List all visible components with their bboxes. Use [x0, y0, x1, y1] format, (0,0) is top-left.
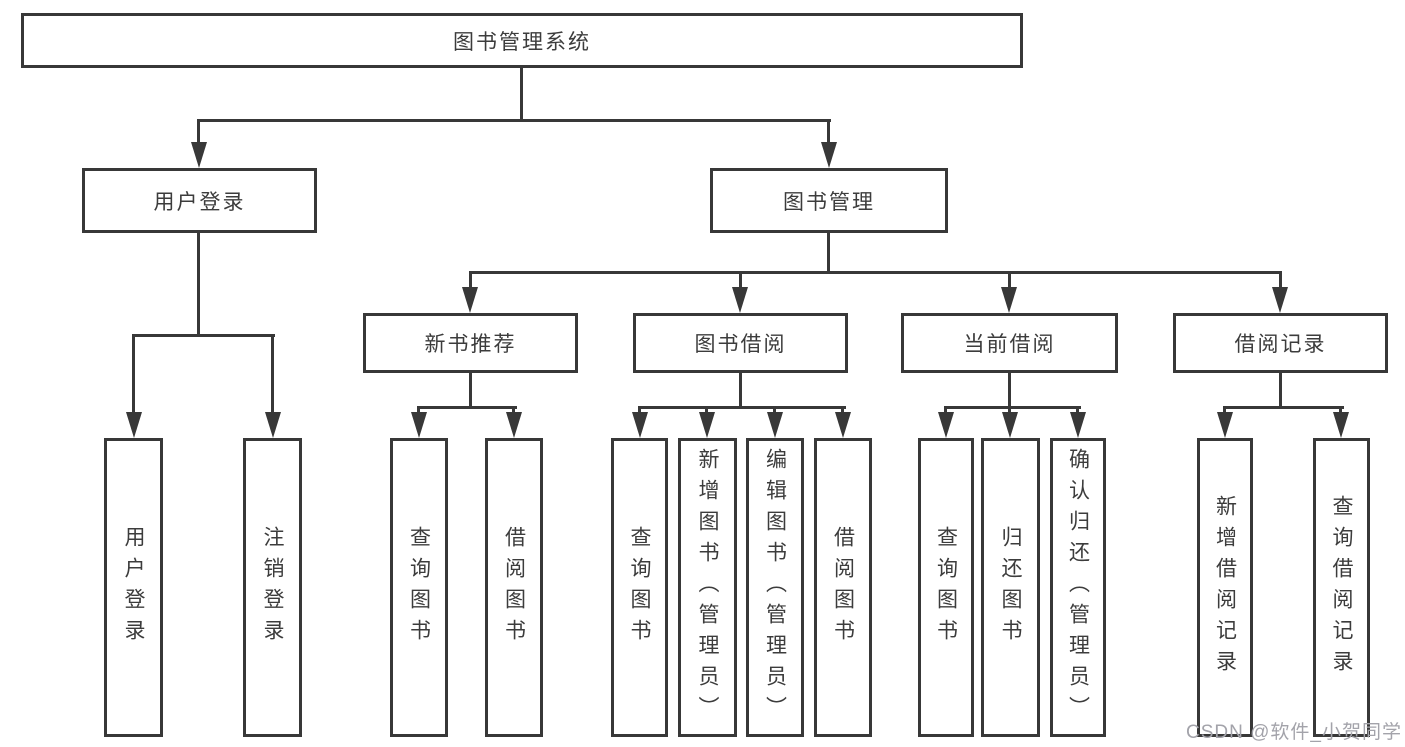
connector-line [132, 334, 135, 414]
node-user-login: 用户登录 [82, 168, 317, 233]
connector-line [705, 406, 708, 415]
arrow-down-icon [1333, 412, 1349, 438]
leaf-confirm-return-admin: 确认归还（管理员） [1050, 438, 1106, 737]
leaf-edit-book-admin: 编辑图书（管理员） [746, 438, 804, 737]
leaf-query-books-borrow: 查询图书 [611, 438, 668, 737]
arrow-down-icon [1001, 287, 1017, 313]
arrow-down-icon [632, 412, 648, 438]
arrow-down-icon [1002, 412, 1018, 438]
connector-line [739, 271, 742, 289]
connector-line [417, 406, 517, 409]
arrow-down-icon [835, 412, 851, 438]
node-book-borrow: 图书借阅 [633, 313, 848, 373]
connector-line [827, 233, 830, 274]
connector-line [271, 334, 274, 414]
connector-line [1223, 406, 1344, 409]
arrow-down-icon [126, 412, 142, 438]
arrow-down-icon [938, 412, 954, 438]
arrow-down-icon [1272, 287, 1288, 313]
connector-line [638, 406, 641, 415]
connector-line [944, 406, 1081, 409]
arrow-down-icon [767, 412, 783, 438]
connector-line [1008, 373, 1011, 409]
connector-line [773, 406, 776, 415]
connector-line [1076, 406, 1079, 415]
connector-line [197, 119, 200, 145]
connector-line [739, 373, 742, 409]
leaf-borrow-books-recommend: 借阅图书 [485, 438, 543, 737]
connector-line [469, 271, 1282, 274]
connector-line [469, 373, 472, 409]
leaf-return-books: 归还图书 [981, 438, 1040, 737]
connector-line [132, 334, 275, 337]
node-book-management: 图书管理 [710, 168, 948, 233]
connector-line [197, 233, 200, 337]
leaf-user-login: 用户登录 [104, 438, 163, 737]
connector-line [512, 406, 515, 415]
leaf-add-book-admin: 新增图书（管理员） [678, 438, 737, 737]
arrow-down-icon [191, 142, 207, 168]
connector-line [1279, 271, 1282, 289]
leaf-query-books-current: 查询图书 [918, 438, 974, 737]
arrow-down-icon [699, 412, 715, 438]
node-root: 图书管理系统 [21, 13, 1023, 68]
connector-line [417, 406, 420, 415]
node-current-borrow: 当前借阅 [901, 313, 1118, 373]
arrow-down-icon [265, 412, 281, 438]
arrow-down-icon [506, 412, 522, 438]
watermark: CSDN @软件_小贺同学 [1186, 722, 1402, 743]
node-new-book-recommend: 新书推荐 [363, 313, 578, 373]
connector-line [520, 68, 523, 121]
connector-line [1008, 271, 1011, 289]
leaf-query-books-recommend: 查询图书 [390, 438, 448, 737]
leaf-logout: 注销登录 [243, 438, 302, 737]
arrow-down-icon [411, 412, 427, 438]
leaf-add-borrow-record: 新增借阅记录 [1197, 438, 1253, 737]
connector-line [1008, 406, 1011, 415]
connector-line [827, 119, 830, 145]
leaf-query-borrow-record: 查询借阅记录 [1313, 438, 1370, 737]
connector-line [944, 406, 947, 415]
connector-line [638, 406, 846, 409]
connector-line [469, 271, 472, 289]
arrow-down-icon [462, 287, 478, 313]
connector-line [1279, 373, 1282, 409]
connector-line [1223, 406, 1226, 415]
arrow-down-icon [1217, 412, 1233, 438]
arrow-down-icon [732, 287, 748, 313]
arrow-down-icon [821, 142, 837, 168]
node-borrow-records: 借阅记录 [1173, 313, 1388, 373]
connector-line [841, 406, 844, 415]
connector-line [1339, 406, 1342, 415]
arrow-down-icon [1070, 412, 1086, 438]
connector-line [197, 119, 831, 122]
leaf-borrow-books-borrow: 借阅图书 [814, 438, 872, 737]
